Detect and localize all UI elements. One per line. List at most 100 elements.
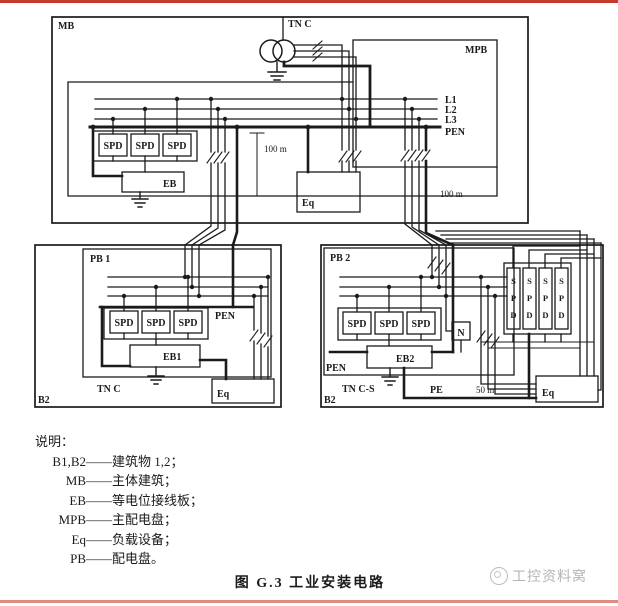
svg-text:S: S — [511, 276, 516, 286]
tnc-label-b1: TN C — [97, 384, 121, 395]
pb2-label: PB 2 — [330, 253, 350, 264]
legend-dash: —— — [86, 453, 112, 469]
pe-label: PE — [430, 385, 443, 396]
legend-term: MB — [65, 473, 86, 488]
spd-label: SPD — [348, 319, 367, 330]
pen-label-pb1: PEN — [215, 311, 236, 322]
l2-label: L2 — [445, 105, 457, 116]
eq-label-b2: Eq — [542, 388, 555, 399]
legend-term: MPB — [58, 512, 86, 527]
busbars — [88, 98, 442, 129]
legend-def: 负载设备； — [112, 531, 178, 547]
legend-item: PB——配电盘。 — [30, 549, 350, 569]
spd-label: SPD — [136, 141, 155, 152]
legend-dash: —— — [86, 492, 112, 508]
legend-def: 主体建筑； — [112, 473, 178, 488]
b2-label-left: B2 — [38, 395, 50, 406]
svg-text:S: S — [527, 276, 532, 286]
legend-item: MPB——主配电盘； — [30, 510, 350, 530]
dim-100m-right: 100 m — [440, 189, 463, 199]
svg-text:P: P — [527, 293, 532, 303]
figure-caption: 图 G.3 工业安装电路 — [234, 576, 386, 591]
legend-term: PB — [70, 551, 86, 566]
eb1-label: EB1 — [163, 352, 181, 363]
mb-label: MB — [58, 21, 74, 32]
watermark-text: 工控资料窝 — [512, 568, 587, 584]
legend-item: MB——主体建筑； — [30, 471, 350, 491]
svg-text:S: S — [559, 276, 564, 286]
mb-eq-box — [296, 125, 361, 213]
building2-eq — [535, 375, 599, 403]
mb-eb-box — [121, 171, 185, 208]
eb1-box — [129, 344, 228, 385]
building2-box — [320, 244, 604, 408]
mb-spd-group — [91, 98, 198, 178]
top-red-border — [0, 0, 618, 3]
left-feeder-bundle — [184, 98, 239, 247]
building1-box — [34, 244, 282, 408]
transformer-ground-icon — [267, 61, 287, 81]
spd-label: SPD — [147, 318, 166, 329]
neutral-branch — [445, 276, 537, 395]
l3-label: L3 — [445, 115, 457, 126]
legend-term: EB — [69, 492, 86, 508]
spd-label: SPD — [412, 319, 431, 330]
legend-def: 配电盘。 — [112, 551, 165, 566]
svg-text:D: D — [510, 310, 516, 320]
watermark-logo-icon — [490, 567, 508, 585]
svg-text:D: D — [526, 310, 532, 320]
n-label: N — [457, 328, 465, 339]
spd-label: SPD — [179, 318, 198, 329]
b2-label-right: B2 — [324, 395, 336, 406]
legend-term: Eq — [71, 531, 86, 547]
spd-label: SPD — [104, 141, 123, 152]
right-feeder-bundle — [400, 98, 602, 391]
legend-item: Eq——负载设备； — [30, 530, 350, 550]
dim-100m-left: 100 m — [264, 144, 287, 154]
eb-label: EB — [163, 179, 177, 190]
l1-label: L1 — [445, 95, 457, 106]
legend-item: EB——等电位接线板； — [30, 491, 350, 511]
pb1-label: PB 1 — [90, 254, 110, 265]
spd-label: SPD — [380, 319, 399, 330]
svg-text:D: D — [558, 310, 564, 320]
legend-dash: —— — [86, 551, 112, 566]
legend-dash: —— — [86, 473, 112, 488]
legend: 说明： B1,B2——建筑物 1,2； MB——主体建筑； EB——等电位接线板… — [30, 432, 350, 569]
building1-eq — [211, 276, 275, 404]
pen-label-pb2: PEN — [326, 363, 347, 374]
svg-text:D: D — [542, 310, 548, 320]
spd-bank-letters: S P D S P D S P D S P D — [510, 276, 564, 320]
pb1-spd-group — [100, 276, 209, 368]
tnc-label: TN C — [288, 19, 312, 30]
bottom-red-border — [0, 600, 618, 603]
eb2-label: EB2 — [396, 354, 414, 365]
watermark: 工控资料窝 — [490, 566, 587, 586]
legend-term: B1,B2 — [52, 453, 86, 469]
spd-label: SPD — [168, 141, 187, 152]
svg-text:P: P — [511, 293, 516, 303]
legend-dash: —— — [86, 512, 112, 527]
dimension-line-left — [249, 132, 265, 197]
spd-bank — [480, 245, 602, 400]
tncs-label: TN C-S — [342, 384, 375, 395]
svg-text:P: P — [559, 293, 564, 303]
svg-text:S: S — [543, 276, 548, 286]
eb2-box — [328, 345, 538, 400]
legend-def: 等电位接线板； — [112, 492, 204, 508]
legend-dash: —— — [86, 531, 112, 547]
eq-label-mb: Eq — [302, 198, 315, 209]
legend-def: 主配电盘； — [112, 512, 178, 527]
dim-50m: 50 m — [476, 385, 494, 395]
pb2-spd-group — [337, 276, 442, 347]
spd-label: SPD — [115, 318, 134, 329]
legend-def: 建筑物 1,2； — [112, 453, 184, 469]
mpb-label: MPB — [465, 45, 488, 56]
junction-dots — [90, 96, 498, 299]
legend-item: B1,B2——建筑物 1,2； — [30, 452, 350, 472]
supply-feeders — [282, 40, 372, 173]
svg-text:P: P — [543, 293, 548, 303]
pen-label-mb: PEN — [445, 127, 466, 138]
